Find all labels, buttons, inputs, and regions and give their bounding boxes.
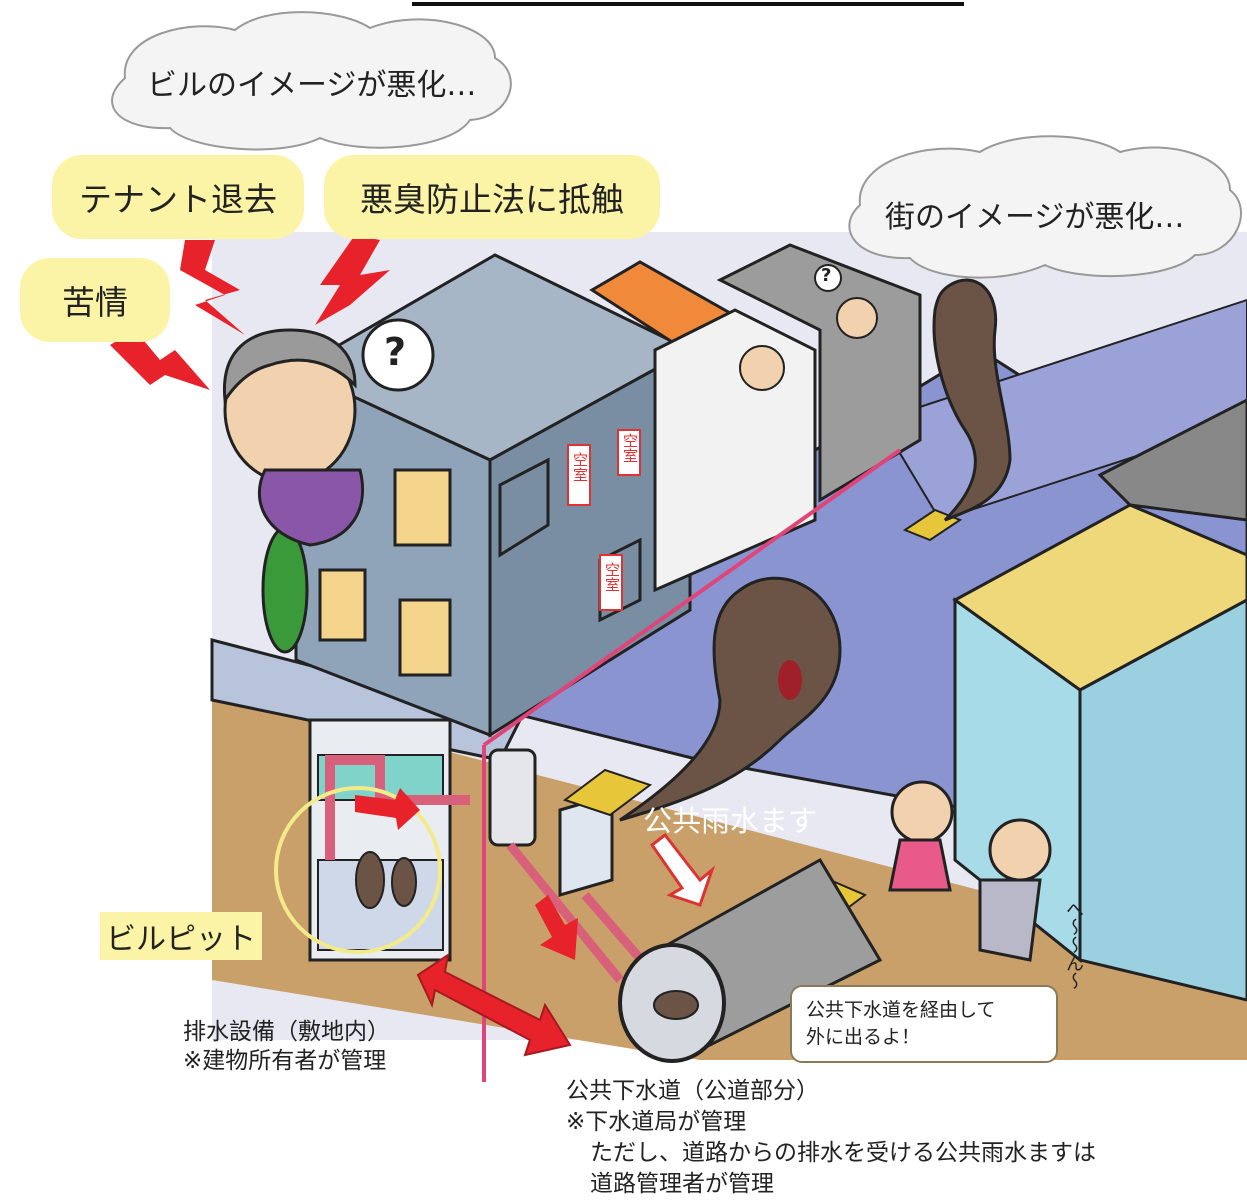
pit-highlight-circle [274, 786, 442, 954]
connection-pipe [506, 842, 624, 983]
caption-public-sewer: 公共下水道（公道部分） ※下水道局が管理 ただし、道路からの排水を受ける公共雨水… [566, 1076, 1096, 1200]
vacancy-sign-text: 空室 [621, 433, 639, 463]
caption-private-drainage: 排水設備（敷地内） ※建物所有者が管理 [183, 1018, 390, 1076]
odor-monster-mouth [778, 660, 802, 700]
lightning-bolt-icon [180, 240, 245, 335]
inlet-pointer-arrow [649, 832, 716, 907]
question-mark: ? [821, 265, 832, 286]
odor-monster [653, 990, 699, 1020]
question-bubble [361, 318, 435, 392]
ownership-boundary-line [482, 448, 902, 747]
side-road [878, 298, 1247, 522]
rainwater-grate [562, 768, 653, 817]
label-rainwater-inlet: 公共雨水ます [643, 804, 818, 838]
label-tenant-leaving: テナント退去 [52, 155, 304, 239]
cloud-text-town-image: 街のイメージが悪化… [885, 200, 1185, 235]
vacancy-sign [599, 554, 623, 611]
right-building-side [1078, 598, 1247, 1002]
running-girl [888, 838, 952, 892]
private-manhole [488, 748, 537, 847]
label-odor-law: 悪臭防止法に抵触 [324, 155, 660, 239]
caption-line: 公共下水道（公道部分） [566, 1078, 819, 1104]
thought-cloud [848, 135, 1242, 279]
caption-line: 排水設備（敷地内） [183, 1019, 390, 1045]
soil-ground [212, 690, 1247, 1060]
boundary-double-arrow [416, 952, 572, 1057]
window-woman [739, 345, 785, 391]
vacancy-sign [567, 444, 591, 506]
caption-line: ※建物所有者が管理 [183, 1048, 387, 1074]
owner-suit [257, 468, 365, 547]
running-man [978, 878, 1042, 962]
vacancy-sign-text: 空室 [571, 452, 589, 482]
title-underline [412, 2, 964, 6]
speech-bubble-line: 外に出るよ！ [806, 1026, 921, 1048]
building-window [393, 468, 452, 547]
flow-arrow [535, 895, 578, 960]
odor-monster [619, 576, 842, 822]
running-man [988, 818, 1052, 882]
caption-line: 道路管理者が管理 [590, 1171, 774, 1197]
flow-arrow [355, 788, 420, 830]
bush [261, 526, 309, 654]
balcony-woman [836, 297, 878, 339]
question-bubble [814, 264, 842, 292]
odor-monster [355, 851, 385, 909]
label-complaint: 苦情 [20, 258, 170, 342]
sound-effect-text: へ〜〜ん〜 [1063, 900, 1084, 990]
vacancy-sign [617, 429, 641, 476]
building-window [318, 568, 367, 642]
odor-monster [932, 278, 1012, 522]
cloud-text-building-image: ビルのイメージが悪化… [147, 68, 477, 103]
lightning-bolt-icon [110, 330, 210, 390]
grey-building [1097, 398, 1247, 522]
question-mark: ? [384, 330, 407, 374]
label-building-pit: ビルピット [100, 912, 262, 960]
building-window [398, 598, 452, 677]
speech-bubble: 公共下水道を経由して 外に出るよ！ [790, 985, 1058, 1063]
caption-line: ただし、道路からの排水を受ける公共雨水ますは [590, 1140, 1096, 1166]
owner-hair [222, 328, 357, 405]
building-window [498, 457, 550, 558]
running-girl [890, 780, 954, 844]
vacancy-sign-text: 空室 [603, 562, 621, 592]
speech-bubble-line: 公共下水道を経由して [806, 999, 996, 1021]
thought-cloud [111, 11, 512, 151]
odor-monster [391, 857, 417, 907]
lightning-bolt-icon [315, 235, 390, 325]
caption-line: ※下水道局が管理 [566, 1109, 747, 1135]
